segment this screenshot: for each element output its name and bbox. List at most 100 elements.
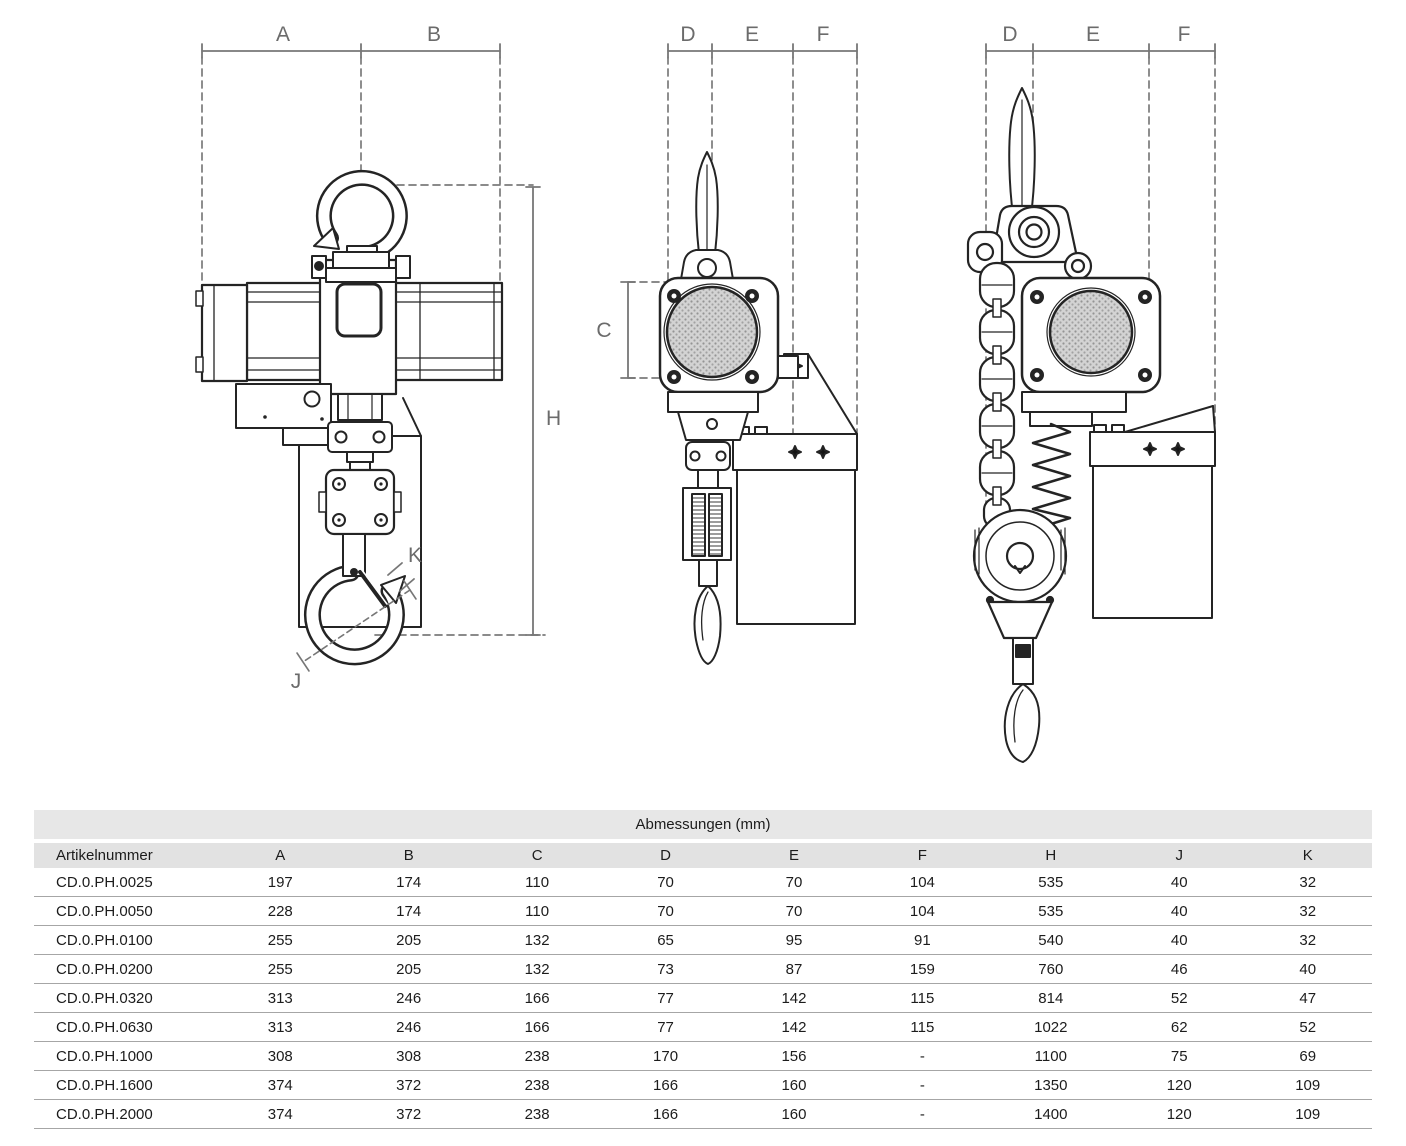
dimension-cell: 1350 <box>986 1070 1116 1100</box>
dim-label-j: J <box>291 670 302 693</box>
dimension-cell: 159 <box>858 954 987 984</box>
dim-label-e-right: E <box>1086 23 1100 46</box>
side-view-hand-chain-drawing: D E F <box>966 23 1216 763</box>
dimension-cell: 40 <box>1115 896 1244 926</box>
dimension-cell: 104 <box>858 868 987 897</box>
artikelnummer-cell: CD.0.PH.0025 <box>34 868 217 897</box>
dimension-cell: 166 <box>472 1012 602 1042</box>
dimension-cell: 174 <box>344 896 473 926</box>
dimension-cell: 32 <box>1243 925 1372 955</box>
dimension-cell: 115 <box>858 983 987 1013</box>
dimension-cell: 52 <box>1115 983 1244 1013</box>
dim-label-e-mid: E <box>745 23 759 46</box>
dimension-cell: 372 <box>344 1070 473 1100</box>
column-header: B <box>344 841 473 868</box>
artikelnummer-cell: CD.0.PH.0630 <box>34 1012 217 1042</box>
dimension-cell: 238 <box>472 1099 602 1129</box>
dimension-cell: 109 <box>1243 1070 1372 1100</box>
dimension-cell: 46 <box>1115 954 1244 984</box>
artikelnummer-cell: CD.0.PH.0320 <box>34 983 217 1013</box>
dimension-cell: 197 <box>216 868 345 897</box>
dim-label-d-mid: D <box>680 23 695 46</box>
dimension-cell: 760 <box>986 954 1116 984</box>
column-header: E <box>729 841 859 868</box>
dimension-cell: 540 <box>986 925 1116 955</box>
spring <box>1031 422 1072 526</box>
dimension-cell: 77 <box>601 983 730 1013</box>
motor-housing-right <box>1020 276 1162 394</box>
dimension-cell: 104 <box>858 896 987 926</box>
dimension-cell: 246 <box>344 983 473 1013</box>
dimension-cell: 73 <box>601 954 730 984</box>
dimension-cell: 40 <box>1115 868 1244 897</box>
dimension-cell: 814 <box>986 983 1116 1013</box>
dimension-cell: 142 <box>729 983 859 1013</box>
dim-label-b: B <box>427 23 441 46</box>
table-title: Abmessungen (mm) <box>34 810 1372 843</box>
dim-line-ab <box>201 43 501 59</box>
dimension-cell: 1022 <box>986 1012 1116 1042</box>
dimension-cell: 52 <box>1243 1012 1372 1042</box>
dim-label-f-right: F <box>1178 23 1191 46</box>
dimension-cell: 160 <box>729 1070 859 1100</box>
artikelnummer-cell: CD.0.PH.1000 <box>34 1041 217 1071</box>
dimension-cell: 132 <box>472 925 602 955</box>
dimension-cell: 255 <box>216 954 345 984</box>
dimension-cell: 32 <box>1243 868 1372 897</box>
dimension-cell: 535 <box>986 896 1116 926</box>
chain-bucket-right <box>1089 405 1216 619</box>
dimension-cell: 1400 <box>986 1099 1116 1129</box>
dim-label-k: K <box>408 544 422 567</box>
dimension-cell: 308 <box>216 1041 345 1071</box>
side-view-drawing: D E F C <box>596 23 858 665</box>
top-hook-side-right <box>1008 87 1036 216</box>
dimension-cell: 166 <box>472 983 602 1013</box>
dimension-cell: 120 <box>1115 1099 1244 1129</box>
chain-wheel <box>972 508 1068 640</box>
dim-line-def-mid <box>667 43 858 59</box>
artikelnummer-cell: CD.0.PH.0200 <box>34 954 217 984</box>
column-header: J <box>1115 841 1244 868</box>
dimension-cell: 238 <box>472 1041 602 1071</box>
dim-label-c: C <box>596 319 611 342</box>
dimension-cell: 174 <box>344 868 473 897</box>
dimension-cell: 142 <box>729 1012 859 1042</box>
dimension-cell: - <box>858 1041 987 1071</box>
dimension-cell: 166 <box>601 1099 730 1129</box>
suspension-bracket <box>966 204 1093 281</box>
dimension-cell: 132 <box>472 954 602 984</box>
dimension-cell: 205 <box>344 925 473 955</box>
dimension-cell: 374 <box>216 1070 345 1100</box>
artikelnummer-cell: CD.0.PH.0050 <box>34 896 217 926</box>
bottom-hook <box>303 533 406 666</box>
dimension-cell: - <box>858 1099 987 1129</box>
dimension-cell: 255 <box>216 925 345 955</box>
dimension-cell: 170 <box>601 1041 730 1071</box>
dimension-cell: 313 <box>216 1012 345 1042</box>
dim-label-a: A <box>276 23 290 46</box>
dimension-cell: 246 <box>344 1012 473 1042</box>
motor-housing-mid <box>658 276 799 394</box>
chain-bucket-mid <box>732 353 858 625</box>
dimension-cell: 65 <box>601 925 730 955</box>
artikelnummer-cell: CD.0.PH.1600 <box>34 1070 217 1100</box>
dimension-cell: 228 <box>216 896 345 926</box>
dimension-cell: 109 <box>1243 1099 1372 1129</box>
dim-line-h <box>525 186 541 636</box>
dimension-cell: 372 <box>344 1099 473 1129</box>
artikelnummer-cell: CD.0.PH.0100 <box>34 925 217 955</box>
dimension-cell: 40 <box>1115 925 1244 955</box>
front-view-drawing: A B H <box>195 23 561 693</box>
dim-label-h: H <box>546 407 561 430</box>
table-title-row: Abmessungen (mm) <box>34 810 1372 843</box>
dim-label-d-right: D <box>1002 23 1017 46</box>
dimension-cell: 47 <box>1243 983 1372 1013</box>
column-header: Artikelnummer <box>34 841 217 868</box>
